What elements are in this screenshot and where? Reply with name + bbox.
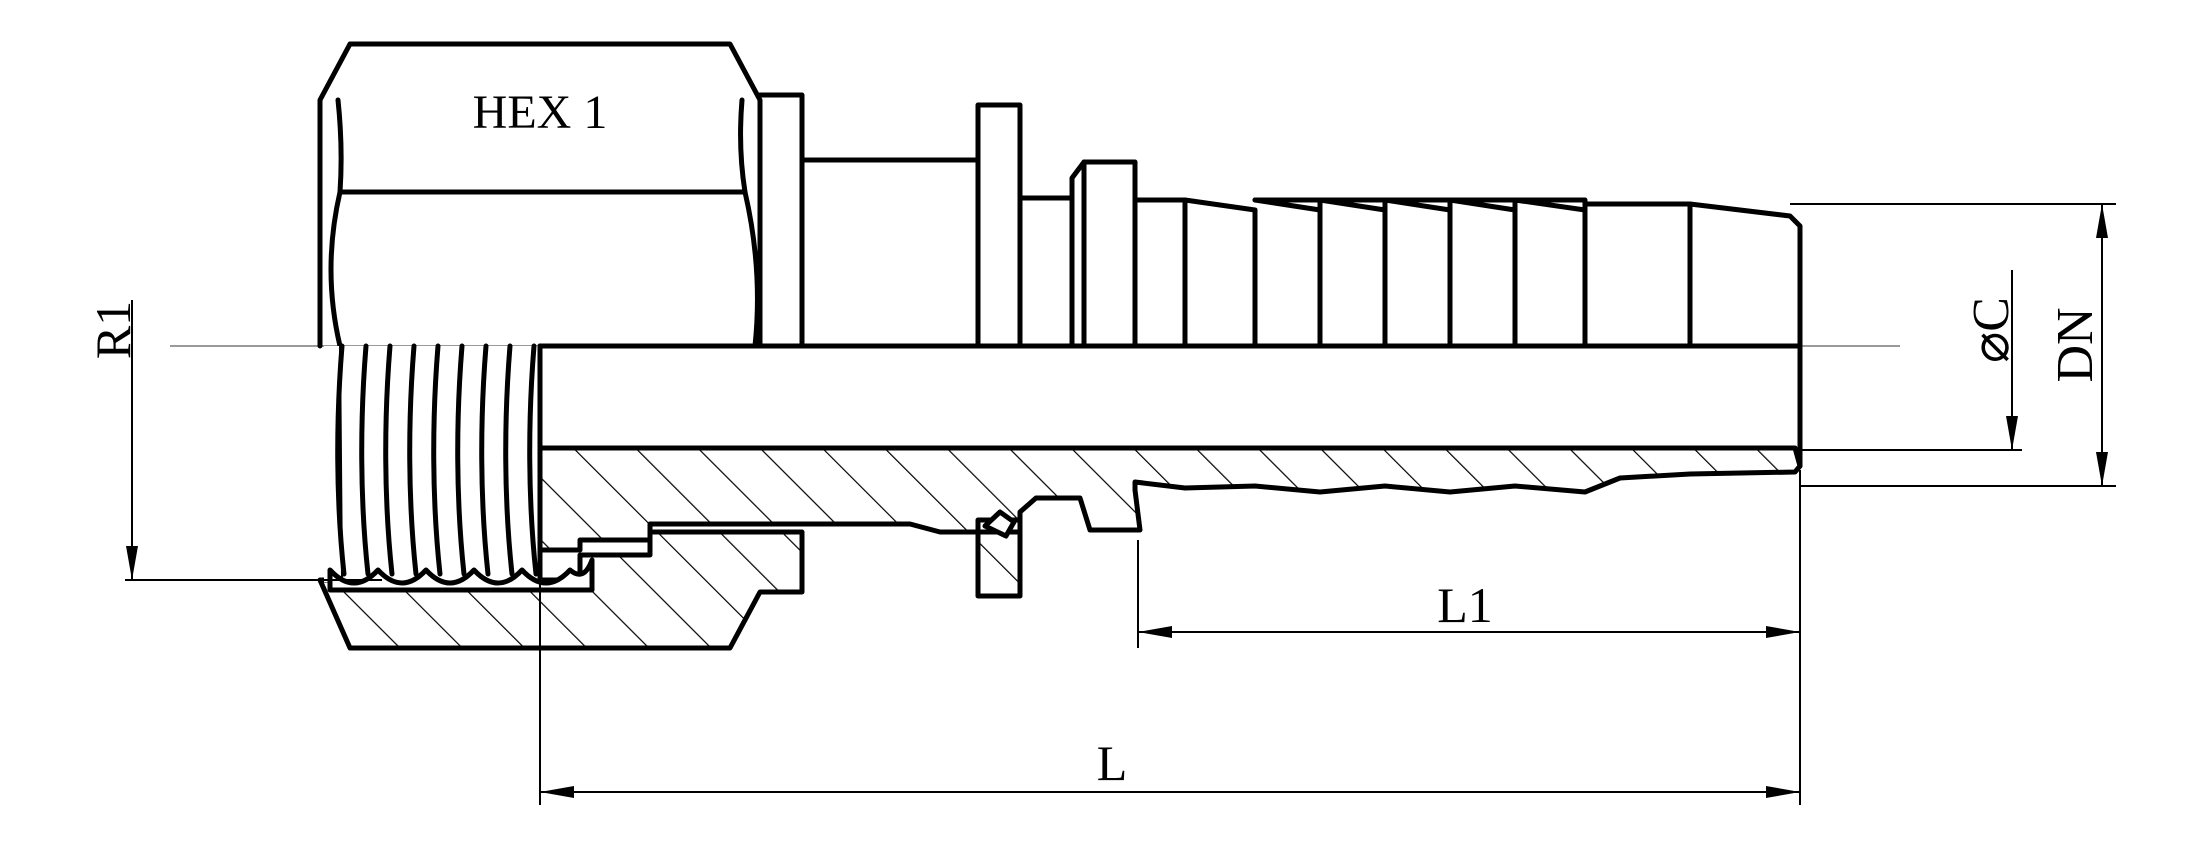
- hex-nut: [317, 41, 805, 349]
- label-hex: HEX 1: [473, 86, 608, 139]
- label-c: ⌀C: [1963, 297, 2020, 363]
- thread-section: [324, 341, 595, 593]
- seal-ring-section: [975, 509, 1023, 599]
- dim-c: [1800, 270, 2022, 451]
- label-l: L: [1097, 735, 1128, 791]
- dim-dn: [1790, 203, 2116, 487]
- dim-l: [539, 570, 1800, 805]
- stem-section: [537, 445, 1803, 553]
- label-r1: R1: [85, 301, 141, 359]
- label-l1: L1: [1437, 577, 1493, 633]
- hose-tail-barbs: [1132, 197, 1803, 469]
- fitting-neck: [799, 102, 1138, 349]
- dim-l1: [1137, 470, 1801, 805]
- dim-r1: [125, 300, 382, 581]
- label-dn: DN: [2047, 307, 2104, 382]
